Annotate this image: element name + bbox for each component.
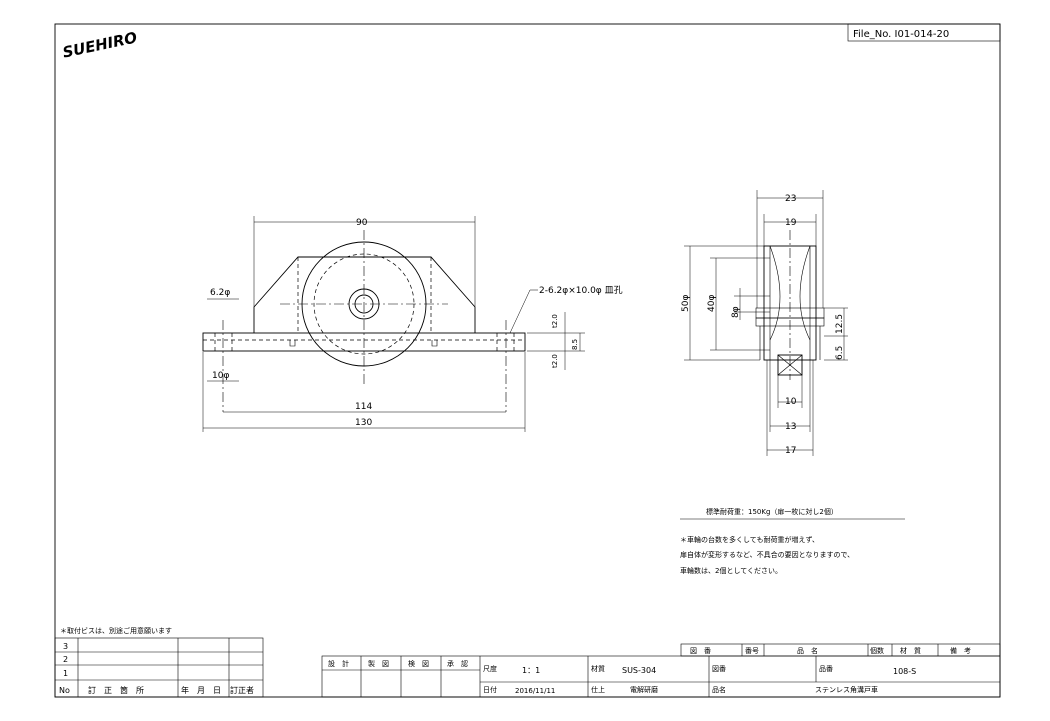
name-value: ステンレス角溝戸車 <box>815 685 878 694</box>
sheet-border <box>54 23 1001 698</box>
parts-h-name: 品 名 <box>797 646 818 655</box>
rev-header-no: No <box>59 686 70 695</box>
dim-t-top: t2.0 <box>551 314 559 328</box>
file-no-box <box>847 23 1001 42</box>
load-title: 標準耐荷重：150Kg（扉一枚に対し2個） <box>706 507 838 516</box>
dim-13: 13 <box>785 422 796 432</box>
dim-6-5: 6.5 <box>835 346 845 360</box>
part-no-label: 品番 <box>819 665 833 673</box>
note-line-1: ＊車輪の台数を多くしても耐荷重が増えず、 <box>680 535 819 544</box>
role-approve: 承 認 <box>447 659 468 668</box>
dim-17: 17 <box>785 446 796 456</box>
file-no: File_No. I01-014-20 <box>853 29 949 40</box>
front-view: 90 6.2φ 2-6.2φ×10.0φ 皿孔 10φ 114 130 t2.0… <box>202 216 623 432</box>
name-label: 品名 <box>712 685 726 694</box>
material-label: 材質 <box>591 664 605 673</box>
role-check: 検 図 <box>408 659 429 668</box>
rev-row-1: 1 <box>63 669 68 678</box>
dim-90: 90 <box>356 218 368 228</box>
dim-6-2: 6.2φ <box>210 288 230 298</box>
finish-value: 電解研磨 <box>630 685 658 694</box>
screw-note: ＊取付ビスは、別途ご用意願います <box>60 626 172 635</box>
note-line-2: 扉自体が変形するなど、不具合の要因となりますので、 <box>680 550 854 559</box>
role-drawing: 製 図 <box>368 659 389 668</box>
rev-header-by: 訂正者 <box>230 685 254 695</box>
rev-header-place: 訂 正 箇 所 <box>88 685 144 695</box>
dim-130: 130 <box>355 418 372 428</box>
material-value: SUS-304 <box>622 666 656 675</box>
title-block: 図 番 番号 品 名 個数 材 質 備 考 設 計 製 図 検 図 承 認 尺度… <box>321 643 1001 698</box>
drawing-no-label: 図番 <box>712 665 726 673</box>
finish-label: 仕上 <box>591 685 605 694</box>
dim-23: 23 <box>785 194 796 204</box>
dim-19: 19 <box>785 218 797 228</box>
rev-header-date: 年 月 日 <box>181 685 221 695</box>
dim-12-5: 12.5 <box>835 314 845 334</box>
dim-8: 8φ <box>731 306 741 318</box>
svg-text:SUEHIRO: SUEHIRO <box>61 28 139 61</box>
parts-h-remarks: 備 考 <box>950 646 971 655</box>
rev-row-2: 2 <box>63 655 68 664</box>
dim-40: 40φ <box>707 295 717 312</box>
parts-h-drawno: 図 番 <box>690 647 711 655</box>
dim-8-5: 8.5 <box>571 339 579 350</box>
dim-50: 50φ <box>681 295 691 312</box>
parts-h-no: 番号 <box>745 647 759 655</box>
date-label: 日付 <box>483 685 497 694</box>
suehiro-logo: SUEHIRO <box>61 28 139 61</box>
scale-value: 1：1 <box>522 666 540 675</box>
dim-10: 10φ <box>212 371 229 381</box>
dim-10-side: 10 <box>785 397 797 407</box>
dim-114: 114 <box>355 402 372 412</box>
side-view: 23 19 50φ 40φ 8φ 12.5 6.5 10 13 <box>681 190 848 456</box>
parts-h-material: 材 質 <box>900 646 921 655</box>
revision-table: 3 2 1 No 訂 正 箇 所 年 月 日 訂正者 <box>54 637 264 698</box>
role-design: 設 計 <box>328 659 349 668</box>
part-no-value: 108-S <box>893 667 916 676</box>
date-value: 2016/11/11 <box>515 687 555 695</box>
parts-h-qty: 個数 <box>870 646 884 655</box>
scale-label: 尺度 <box>483 664 497 673</box>
note-line-3: 車輪数は、2個としてください。 <box>680 566 782 575</box>
rev-row-3: 3 <box>63 642 68 651</box>
dim-t-bottom: t2.0 <box>551 354 559 368</box>
counterbore-note: 2-6.2φ×10.0φ 皿孔 <box>539 285 623 296</box>
